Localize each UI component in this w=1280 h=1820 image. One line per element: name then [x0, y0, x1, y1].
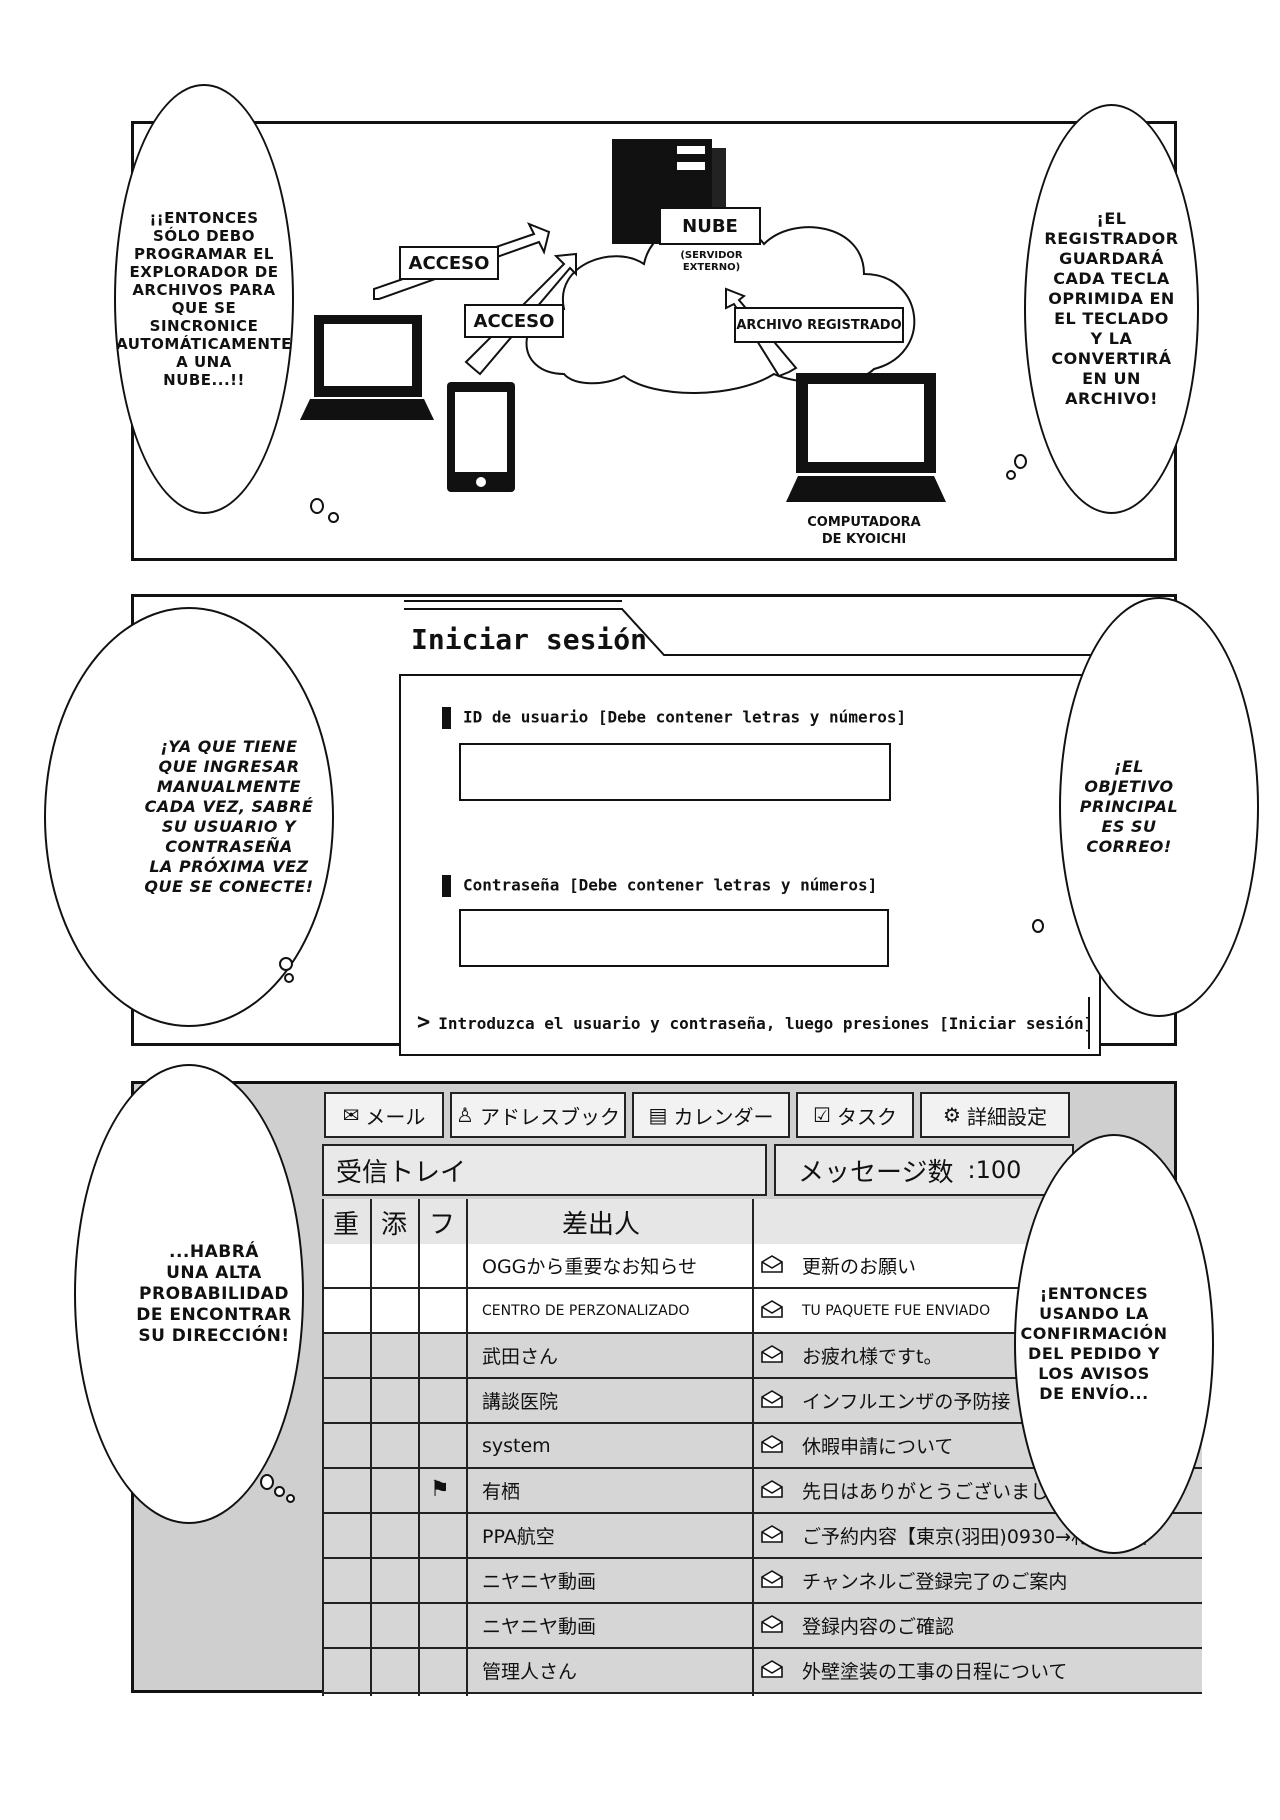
envelope-icon: [761, 1525, 783, 1543]
thought-dot: [328, 512, 339, 523]
cloud-shape: [525, 218, 916, 394]
envelope-icon: [761, 1345, 783, 1363]
login-title: Iniciar sesión: [411, 623, 648, 656]
speech-bubble-right: ¡EL REGISTRADOR GUARDARÁ CADA TECLA OPRI…: [1024, 104, 1199, 514]
mail-subject: 更新のお願い: [802, 1256, 917, 1278]
laptop-icon-right: [786, 373, 946, 502]
mail-subject: TU PAQUETE FUE ENVIADO: [802, 1302, 991, 1319]
network-illustration: [300, 139, 946, 502]
mail-sender: 管理人さん: [482, 1661, 578, 1683]
username-label: ID de usuario [Debe contener letras y nú…: [442, 707, 906, 729]
login-hint: >Introduzca el usuario y contraseña, lue…: [417, 1010, 1094, 1035]
mail-subject: ご予約内容【東京(羽田)0930→札幌(新千: [802, 1526, 1155, 1548]
inbox-title: 受信トレイ: [322, 1144, 767, 1196]
col-head-sender[interactable]: 差出人: [561, 1209, 640, 1240]
envelope-icon: [761, 1390, 783, 1408]
grid-line: [752, 1199, 754, 1696]
col-head-flag[interactable]: フ: [428, 1209, 455, 1240]
envelope-icon: [761, 1615, 783, 1633]
tab-calendar[interactable]: ▤カレンダー: [632, 1092, 790, 1138]
panel-network-diagram: ACCESO ACCESO NUBE (SERVIDOR EXTERNO) AR…: [114, 84, 1199, 561]
login-window-frame: [399, 600, 1101, 1056]
col-head-attachment[interactable]: 添: [380, 1209, 407, 1240]
speech-bubble-left: ¡¡ENTONCES SÓLO DEBO PROGRAMAR EL EXPLOR…: [114, 84, 294, 514]
mail-subject: インフルエンザの予防接: [802, 1391, 1011, 1413]
envelope-icon: [761, 1660, 783, 1678]
access-label-1: ACCESO: [399, 246, 499, 280]
thought-dot: [286, 1494, 295, 1503]
file-registered-label: ARCHIVO REGISTRADO: [734, 307, 904, 343]
pc-caption: COMPUTADORA DE KYOICHI: [807, 515, 921, 547]
panel-mail-inbox: ✉メール ♙アドレスブック ▤カレンダー ☑タスク ⚙詳細設定 受信トレイ メッ…: [74, 1064, 1214, 1696]
envelope-icon: [761, 1435, 783, 1453]
flag-icon[interactable]: ⚑: [430, 1477, 450, 1502]
mail-row[interactable]: ニヤニヤ動画 チャンネルご登録完了のご案内: [322, 1559, 1202, 1604]
mail-sender: OGGから重要なお知らせ: [482, 1256, 698, 1278]
tab-address-book[interactable]: ♙アドレスブック: [450, 1092, 626, 1138]
thought-dot: [279, 957, 293, 971]
tab-mail[interactable]: ✉メール: [324, 1092, 444, 1138]
mail-sender: 有栖: [482, 1481, 521, 1503]
speech-bubble-left: ...HABRÁ UNA ALTA PROBABILIDAD DE ENCONT…: [74, 1064, 304, 1524]
mail-subject: 外壁塗装の工事の日程について: [802, 1661, 1068, 1683]
hint-arrow-icon: >: [417, 1010, 431, 1035]
envelope-icon: [761, 1570, 783, 1588]
grid-line: [466, 1199, 468, 1696]
mail-icon: ✉: [342, 1103, 360, 1127]
mail-sender: 講談医院: [482, 1391, 559, 1413]
laptop-icon-left: [300, 315, 434, 420]
panel-login-form: Iniciar sesión ID de usuario [Debe conte…: [44, 594, 1259, 1056]
message-count: メッセージ数 :100: [774, 1144, 1074, 1196]
cloud-sublabel: (SERVIDOR EXTERNO): [680, 250, 743, 273]
thought-dot: [1014, 454, 1027, 469]
envelope-icon: [761, 1480, 783, 1498]
mail-subject: 先日はありがとうございました: [802, 1481, 1069, 1503]
mail-row[interactable]: 管理人さん 外壁塗装の工事の日程について: [322, 1649, 1202, 1694]
grid-line: [322, 1199, 324, 1696]
checkbox-icon: ☑: [813, 1103, 831, 1127]
mail-sender: CENTRO DE PERZONALIZADO: [482, 1302, 690, 1319]
mail-sender: 武田さん: [482, 1346, 559, 1368]
mail-sender: system: [482, 1434, 551, 1457]
tab-tasks[interactable]: ☑タスク: [796, 1092, 914, 1138]
thought-dot: [1032, 919, 1044, 933]
envelope-icon: [761, 1300, 783, 1318]
mail-sender: PPA航空: [482, 1526, 555, 1548]
envelope-icon: [761, 1255, 783, 1273]
access-label-2: ACCESO: [464, 304, 564, 338]
password-input[interactable]: [459, 909, 889, 967]
smartphone-icon: [447, 382, 515, 492]
grid-line: [370, 1199, 372, 1696]
cloud-label: NUBE: [659, 207, 761, 245]
mail-row[interactable]: ニヤニヤ動画 登録内容のご確認: [322, 1604, 1202, 1649]
tab-settings[interactable]: ⚙詳細設定: [920, 1092, 1070, 1138]
mail-row[interactable]: PPA航空 ご予約内容【東京(羽田)0930→札幌(新千: [322, 1514, 1202, 1559]
thought-dot: [310, 498, 324, 514]
col-head-priority[interactable]: 重: [332, 1209, 359, 1240]
person-icon: ♙: [456, 1103, 474, 1127]
mail-sender: ニヤニヤ動画: [482, 1616, 597, 1638]
speech-bubble-right: ¡EL OBJETIVO PRINCIPAL ES SU CORREO!: [1059, 597, 1259, 1017]
password-label: Contraseña [Debe contener letras y númer…: [442, 875, 877, 897]
thought-dot: [260, 1474, 274, 1490]
mail-subject: お疲れ様ですt。: [802, 1346, 943, 1368]
mail-sender: ニヤニヤ動画: [482, 1571, 597, 1593]
mail-subject: 休暇申請について: [802, 1436, 954, 1458]
speech-bubble-right: ¡ENTONCES USANDO LA CONFIRMACIÓN DEL PED…: [1014, 1134, 1214, 1554]
username-input[interactable]: [459, 743, 891, 801]
mail-subject: チャンネルご登録完了のご案内: [802, 1571, 1068, 1593]
thought-dot: [1006, 470, 1016, 480]
thought-dot: [274, 1486, 285, 1497]
grid-line: [418, 1199, 420, 1696]
gear-icon: ⚙: [943, 1103, 961, 1127]
thought-dot: [284, 973, 294, 983]
mail-subject: 登録内容のご確認: [802, 1616, 955, 1638]
calendar-icon: ▤: [648, 1103, 668, 1127]
